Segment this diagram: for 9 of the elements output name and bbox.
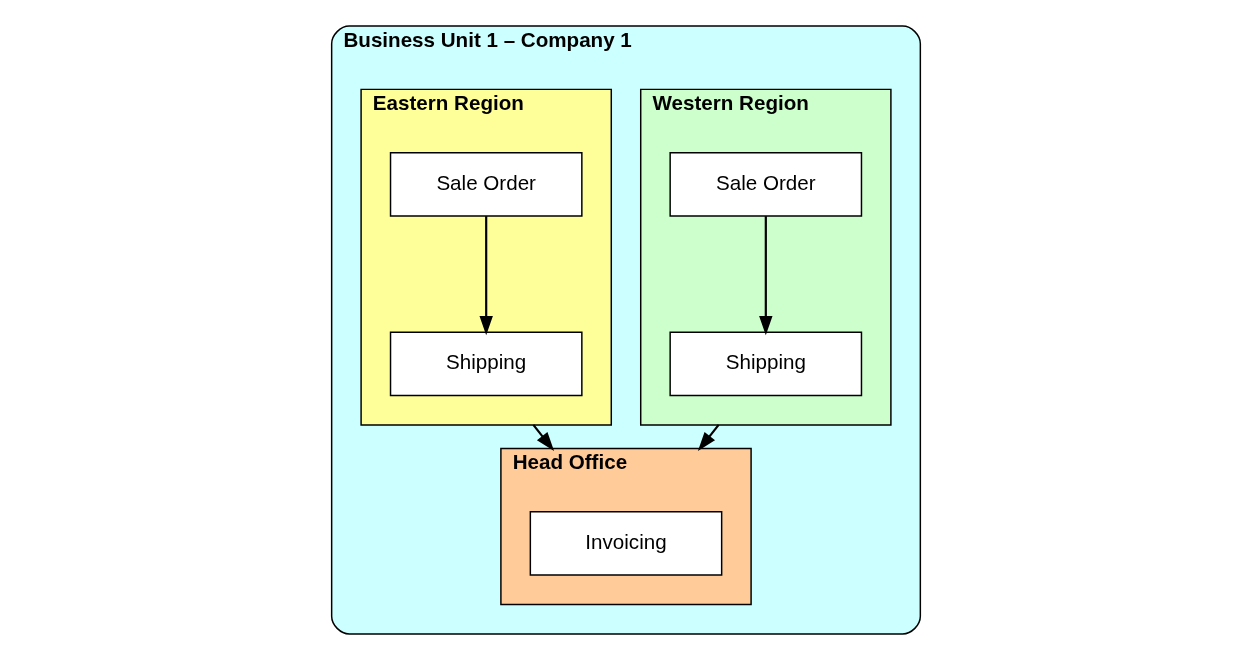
node-box: Invoicing <box>529 511 722 576</box>
arrow <box>532 424 554 452</box>
node-box: Sale Order <box>389 151 583 217</box>
node-box: Shipping <box>389 331 583 397</box>
node-box: Sale Order <box>668 151 862 217</box>
arrow <box>479 216 493 336</box>
arrow <box>697 424 719 452</box>
arrow <box>758 216 772 336</box>
node-box: Shipping <box>668 331 862 397</box>
